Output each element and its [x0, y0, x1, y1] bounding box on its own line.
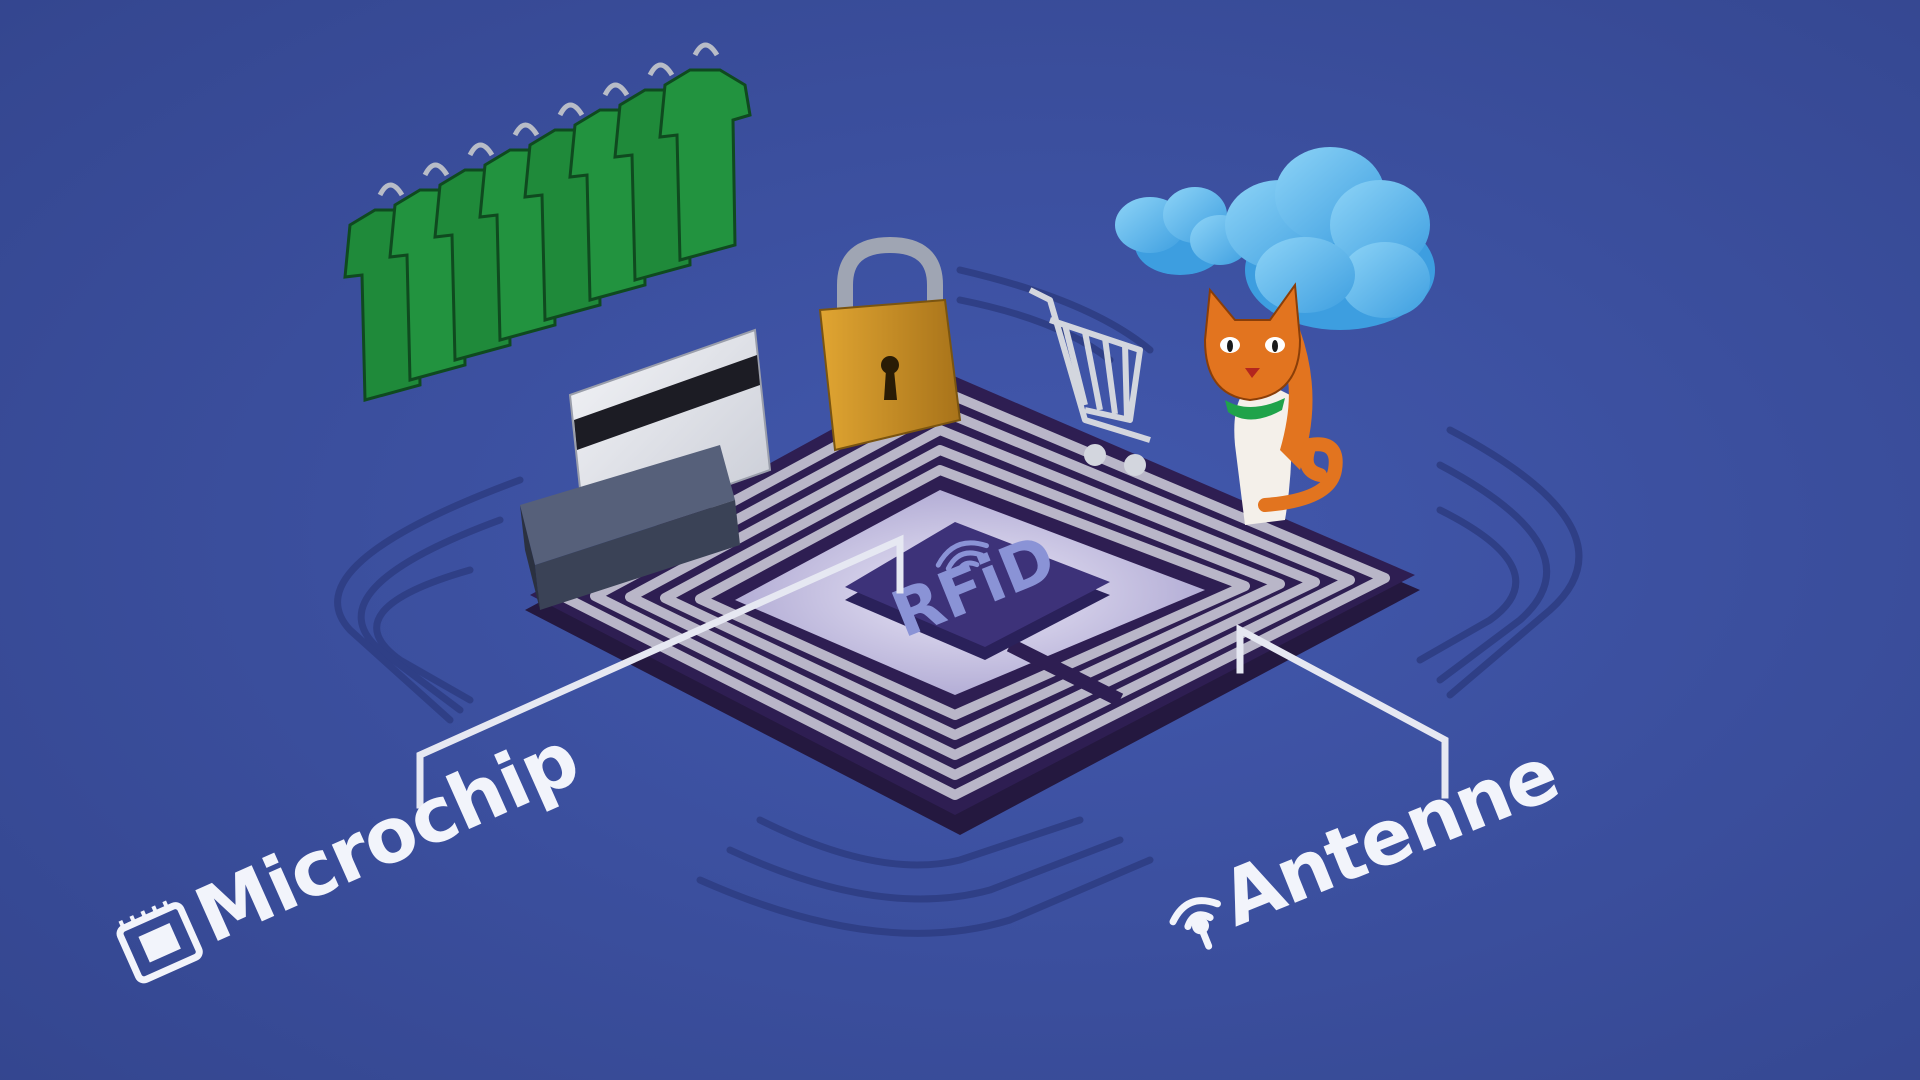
wifi-icon — [935, 540, 989, 575]
padlock-icon — [818, 236, 962, 452]
hanging-shirts-icon — [343, 42, 752, 402]
rfid-chip: RFiD — [845, 521, 1110, 660]
credit-card-reader-icon — [520, 328, 772, 610]
cat-icon — [1203, 282, 1343, 525]
signal-waves — [334, 266, 1583, 937]
antenna-signal-icon — [1169, 897, 1221, 950]
antenna-callout-line — [1236, 624, 1449, 799]
shopping-cart-icon — [1028, 287, 1151, 476]
microchip-callout-line — [416, 534, 904, 809]
bridge-trace — [1006, 638, 1124, 707]
microchip-icon — [116, 900, 203, 984]
